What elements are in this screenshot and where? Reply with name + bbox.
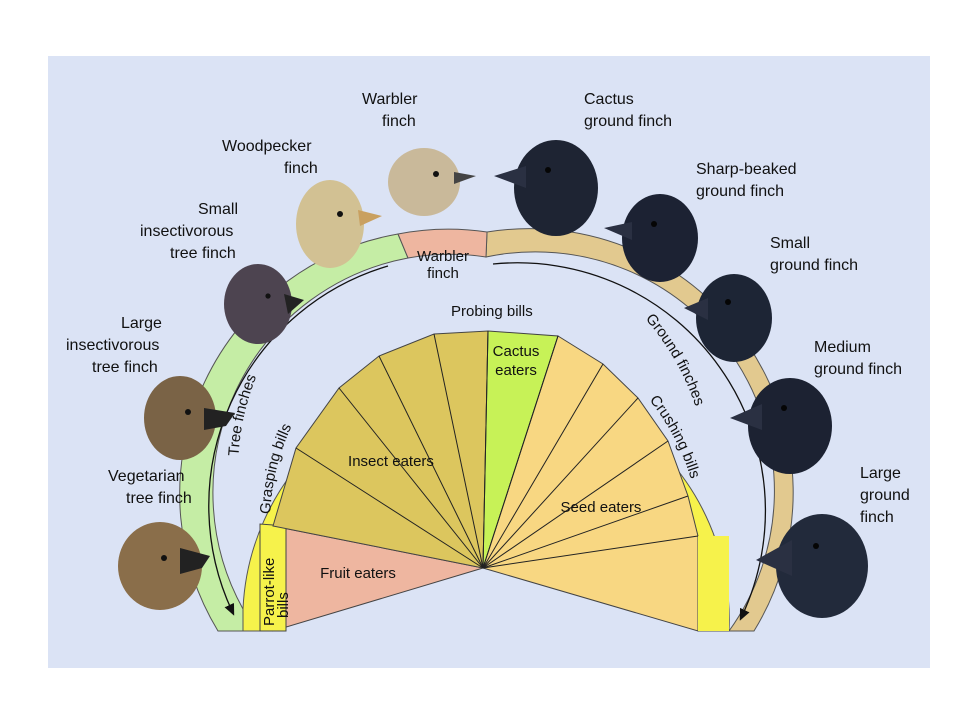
label-sharp-beaked-ground-finch: Sharp-beaked ground finch: [696, 161, 797, 200]
insect-eaters-label: Insect eaters: [348, 453, 434, 470]
label-line: insectivorous: [66, 337, 159, 354]
label-line: Large: [860, 465, 901, 482]
eye: [185, 409, 191, 415]
tree-finches-arrow: [208, 265, 389, 616]
ground-finches-arrow: [492, 262, 767, 621]
label-line: finch: [860, 509, 894, 526]
cactus-eaters-label-2: eaters: [495, 362, 537, 379]
label-line: ground finch: [584, 113, 672, 130]
head-shape: [224, 264, 292, 344]
label-line: ground: [860, 487, 910, 504]
label-line: Small: [770, 235, 810, 252]
head-shape: [776, 514, 868, 618]
label-line: Medium: [814, 339, 871, 356]
beak: [284, 294, 304, 314]
eye: [161, 555, 167, 561]
fruit-eaters-label: Fruit eaters: [320, 565, 396, 582]
parrot-like-text-2: bills: [275, 592, 292, 618]
beak: [756, 540, 792, 576]
label-line: ground finch: [770, 257, 858, 274]
finch-head-large-insectivorous: [144, 376, 235, 460]
label-line: Large: [121, 315, 162, 332]
eye: [651, 221, 657, 227]
beak: [454, 172, 476, 184]
label-small-insectivorous-tree-finch: Small insectivorous tree finch: [140, 201, 238, 262]
label-line: Cactus: [584, 91, 634, 108]
parrot-like-text-1: Parrot-like: [261, 558, 278, 626]
seed-eaters-label: Seed eaters: [561, 499, 642, 516]
warbler-finch-band-label-2: finch: [427, 265, 459, 282]
cactus-eaters-label-1: Cactus: [493, 343, 540, 360]
label-line: ground finch: [814, 361, 902, 378]
beak: [684, 298, 708, 320]
label-line: Sharp-beaked: [696, 161, 797, 178]
crushing-strip: [698, 536, 729, 631]
beak: [204, 408, 235, 430]
head-shape: [144, 376, 216, 460]
finch-head-vegetarian: [118, 522, 210, 610]
label-cactus-ground-finch: Cactus ground finch: [584, 91, 672, 130]
label-large-insectivorous-tree-finch: Large insectivorous tree finch: [66, 315, 162, 376]
label-line: Small: [198, 201, 238, 218]
warbler-finch-band: [397, 228, 488, 259]
label-woodpecker-finch: Woodpecker finch: [222, 138, 318, 177]
eye: [725, 299, 731, 305]
sector-rays: [295, 330, 699, 569]
head-shape: [696, 274, 772, 362]
eye: [433, 171, 439, 177]
label-vegetarian-tree-finch: Vegetarian tree finch: [108, 468, 192, 507]
label-warbler-finch: Warbler finch: [362, 91, 418, 130]
finch-head-cactus-ground: [494, 140, 598, 236]
beak: [358, 210, 382, 226]
label-medium-ground-finch: Medium ground finch: [814, 339, 902, 378]
label-large-ground-finch: Large ground finch: [860, 465, 910, 526]
diagram-panel: Tree finches Ground finches Grasping bil…: [48, 56, 930, 668]
head-shape: [748, 378, 832, 474]
finch-head-small-ground: [684, 274, 772, 362]
eye: [545, 167, 551, 173]
parrot-like-bills-label: Parrot-like bills: [261, 558, 292, 626]
eye: [337, 211, 343, 217]
label-line: Vegetarian: [108, 468, 185, 485]
label-line: finch: [382, 113, 416, 130]
head-shape: [514, 140, 598, 236]
eye: [781, 405, 787, 411]
head-shape: [296, 180, 364, 268]
finch-head-sharp-beaked-ground: [604, 194, 698, 282]
finch-head-warbler: [388, 148, 476, 216]
warbler-finch-band-label-1: Warbler: [417, 248, 469, 265]
beak: [494, 166, 526, 188]
label-line: tree finch: [170, 245, 236, 262]
finch-head-woodpecker: [296, 180, 382, 268]
beak: [730, 404, 762, 430]
finch-head-large-ground: [756, 514, 868, 618]
beak: [180, 548, 210, 574]
insect-eaters-sector: [272, 330, 489, 569]
head-shape: [118, 522, 202, 610]
label-line: tree finch: [126, 490, 192, 507]
label-line: insectivorous: [140, 223, 233, 240]
beak: [604, 222, 632, 240]
label-line: tree finch: [92, 359, 158, 376]
label-small-ground-finch: Small ground finch: [770, 235, 858, 274]
label-line: ground finch: [696, 183, 784, 200]
label-line: finch: [284, 160, 318, 177]
probing-bills-label: Probing bills: [451, 303, 533, 320]
label-line: Woodpecker: [222, 138, 312, 155]
head-shape: [388, 148, 460, 216]
finch-head-small-insectivorous: [224, 264, 304, 344]
eye: [813, 543, 819, 549]
eye: [265, 293, 271, 299]
label-line: Warbler: [362, 91, 418, 108]
finch-adaptive-radiation-diagram: Tree finches Ground finches Grasping bil…: [66, 91, 910, 632]
finch-head-medium-ground: [730, 378, 832, 474]
head-shape: [622, 194, 698, 282]
